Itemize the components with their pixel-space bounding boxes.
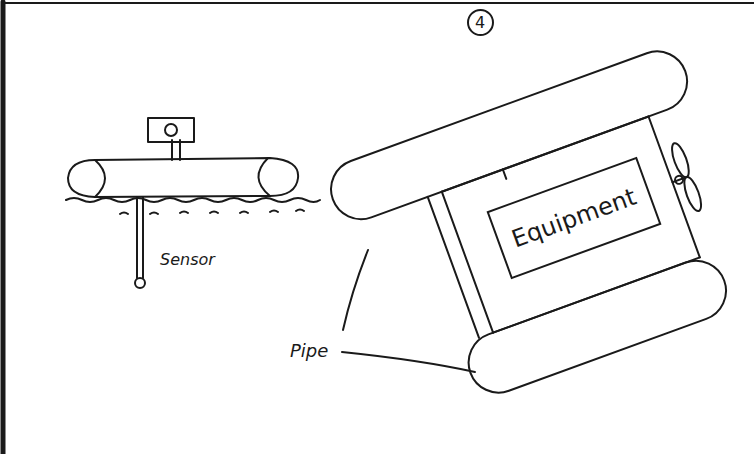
part-label: Sensor	[160, 250, 215, 269]
part-label: Pipe	[290, 340, 328, 361]
node-text: 4	[475, 13, 485, 32]
equipment-box: Equipment	[487, 157, 662, 279]
node-text: Equipment	[508, 183, 640, 254]
callout-circle: 4	[467, 9, 494, 36]
